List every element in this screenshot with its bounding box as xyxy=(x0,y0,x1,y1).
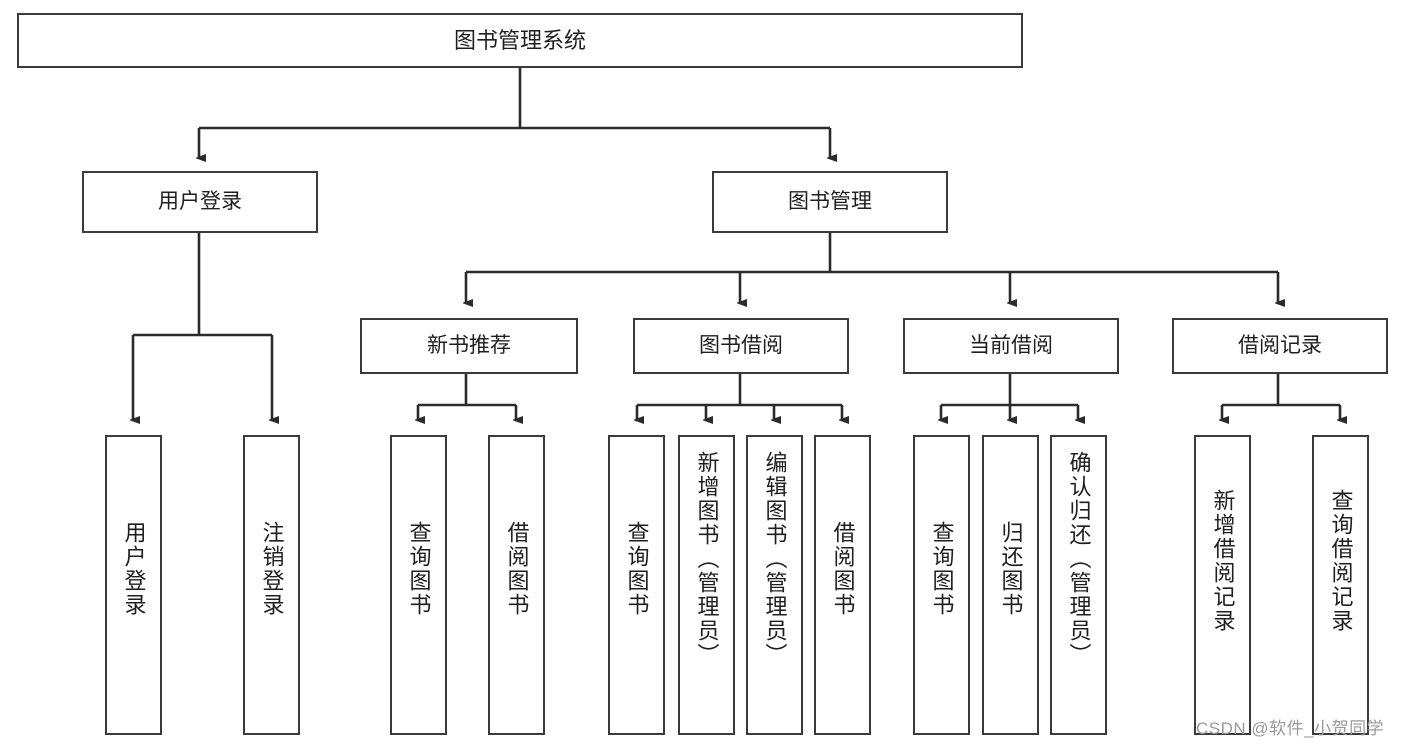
csdn-watermark: CSDN @软件_小贺同学 xyxy=(1196,719,1385,738)
leaf-new-book-borrow-label: 借阅图书 xyxy=(504,521,530,617)
node-root[interactable]: 图书管理系统 xyxy=(17,13,1023,68)
leaf-current-borrow-return[interactable]: 归还图书 xyxy=(982,435,1039,735)
node-user-login[interactable]: 用户登录 xyxy=(82,171,318,233)
leaf-book-borrow-edit[interactable]: 编辑图书（管理员） xyxy=(746,435,803,735)
leaf-user-login-signout-label: 注销登录 xyxy=(259,521,285,617)
node-book-management-label: 图书管理 xyxy=(788,189,872,213)
leaf-book-borrow-add-label: 新增图书（管理员） xyxy=(694,451,720,667)
leaf-book-borrow-edit-label: 编辑图书（管理员） xyxy=(762,451,788,667)
leaf-current-borrow-confirm[interactable]: 确认归还（管理员） xyxy=(1050,435,1107,735)
leaf-current-borrow-query-label: 查询图书 xyxy=(929,521,955,617)
node-new-book-recommend-label: 新书推荐 xyxy=(427,333,511,357)
leaf-book-borrow-borrow-label: 借阅图书 xyxy=(830,521,856,617)
leaf-current-borrow-return-label: 归还图书 xyxy=(998,521,1024,617)
node-borrow-record[interactable]: 借阅记录 xyxy=(1172,318,1388,374)
node-root-label: 图书管理系统 xyxy=(453,27,586,53)
leaf-book-borrow-borrow[interactable]: 借阅图书 xyxy=(814,435,871,735)
leaf-user-login-signin-label: 用户登录 xyxy=(121,521,147,617)
node-new-book-recommend[interactable]: 新书推荐 xyxy=(360,318,578,374)
node-current-borrow-label: 当前借阅 xyxy=(969,333,1053,357)
leaf-borrow-record-add[interactable]: 新增借阅记录 xyxy=(1194,435,1251,735)
leaf-user-login-signout[interactable]: 注销登录 xyxy=(243,435,300,735)
node-borrow-record-label: 借阅记录 xyxy=(1238,333,1322,357)
node-book-borrow-label: 图书借阅 xyxy=(699,333,783,357)
leaf-book-borrow-query[interactable]: 查询图书 xyxy=(608,435,665,735)
node-current-borrow[interactable]: 当前借阅 xyxy=(903,318,1119,374)
node-book-borrow[interactable]: 图书借阅 xyxy=(633,318,849,374)
leaf-new-book-query[interactable]: 查询图书 xyxy=(390,435,447,735)
node-user-login-label: 用户登录 xyxy=(158,189,242,213)
node-book-management[interactable]: 图书管理 xyxy=(712,171,948,233)
leaf-borrow-record-add-label: 新增借阅记录 xyxy=(1210,489,1236,633)
leaf-user-login-signin[interactable]: 用户登录 xyxy=(105,435,162,735)
leaf-current-borrow-query[interactable]: 查询图书 xyxy=(913,435,970,735)
leaf-current-borrow-confirm-label: 确认归还（管理员） xyxy=(1066,451,1092,667)
leaf-borrow-record-query[interactable]: 查询借阅记录 xyxy=(1312,435,1369,735)
leaf-book-borrow-add[interactable]: 新增图书（管理员） xyxy=(678,435,735,735)
leaf-borrow-record-query-label: 查询借阅记录 xyxy=(1328,489,1354,633)
leaf-new-book-borrow[interactable]: 借阅图书 xyxy=(488,435,545,735)
leaf-book-borrow-query-label: 查询图书 xyxy=(624,521,650,617)
leaf-new-book-query-label: 查询图书 xyxy=(406,521,432,617)
